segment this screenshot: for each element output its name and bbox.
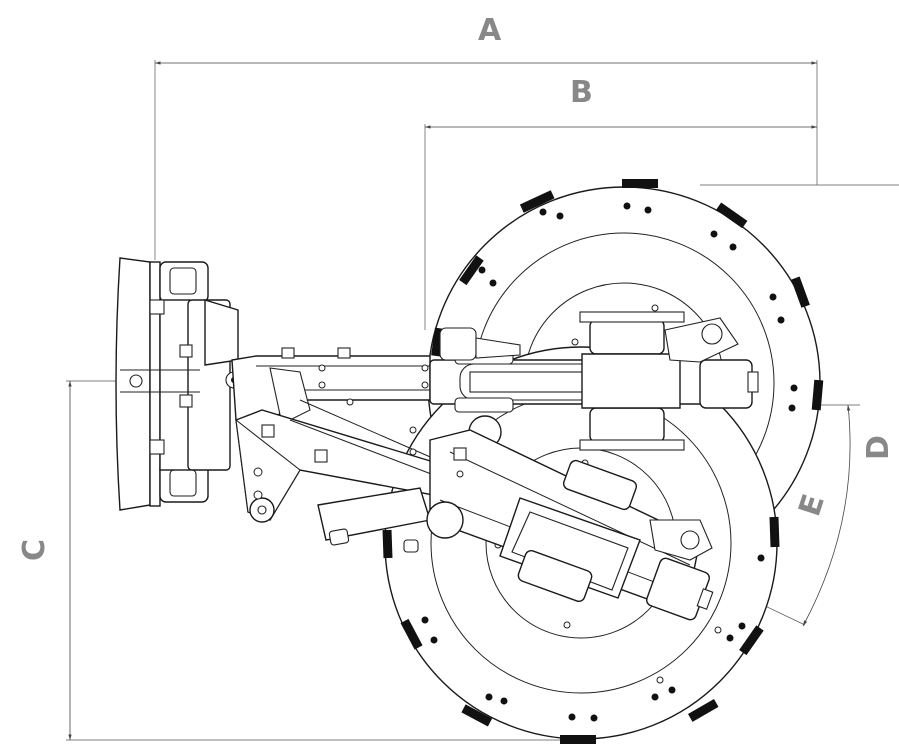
dimension-label-d: D [861,435,896,460]
swing-arm [235,399,714,621]
dimension-label-e: E [792,490,832,520]
dimension-label-b: B [570,75,593,110]
main-arm [231,311,759,451]
mounting-bracket [115,257,243,511]
dimension-label-a: A [478,13,502,48]
dimension-label-c: C [17,539,52,561]
